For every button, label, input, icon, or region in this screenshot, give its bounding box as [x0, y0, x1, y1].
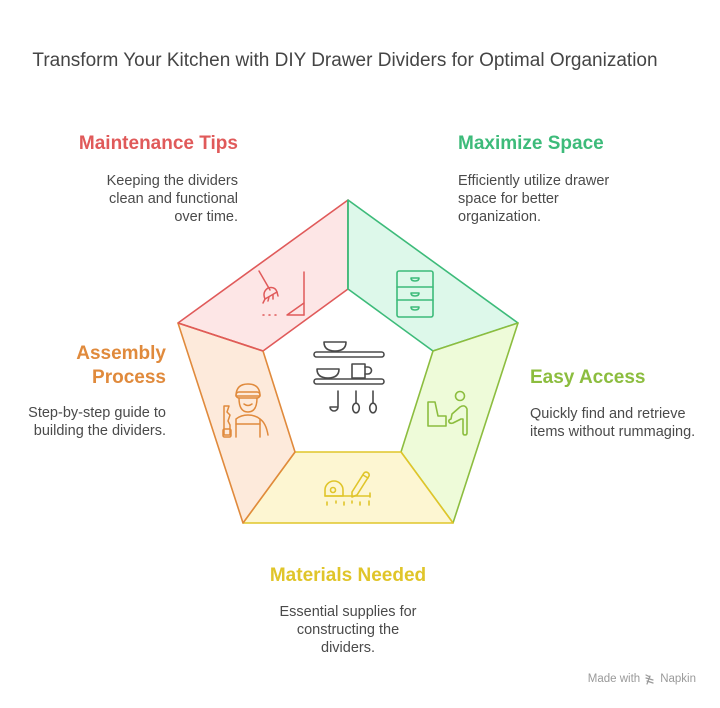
segment-heading-assembly: Assembly Process [76, 343, 166, 388]
segment-description-maximize: Efficiently utilize drawer space for bet… [458, 173, 610, 225]
segment-description-access: Quickly find and retrieve items without … [530, 406, 696, 440]
drawer-cabinet-icon [396, 270, 434, 318]
made-with-label: Made with [587, 673, 641, 685]
segment-heading-maximize: Maximize Space [458, 133, 604, 154]
segment-description-assembly: Step-by-step guide to building the divid… [28, 405, 166, 439]
kitchen-shelf-icon [313, 341, 385, 414]
page-title: Transform Your Kitchen with DIY Drawer D… [32, 50, 658, 71]
footer-attribution[interactable]: Made with Napkin [588, 673, 696, 685]
napkin-brand-label: Napkin [660, 673, 696, 685]
segment-description-maintenance: Keeping the dividers clean and functiona… [106, 173, 238, 225]
person-reaching-icon [427, 390, 468, 436]
segment-description-materials: Essential supplies for constructing the … [279, 604, 417, 656]
tape-measure-pencil-icon [324, 471, 371, 506]
worker-saw-icon [222, 383, 269, 438]
napkin-logo-icon [645, 674, 654, 685]
segment-heading-access: Easy Access [530, 367, 646, 388]
segment-heading-materials: Materials Needed [269, 565, 427, 586]
broom-dustpan-icon [258, 270, 305, 316]
segment-heading-maintenance: Maintenance Tips [78, 133, 238, 154]
